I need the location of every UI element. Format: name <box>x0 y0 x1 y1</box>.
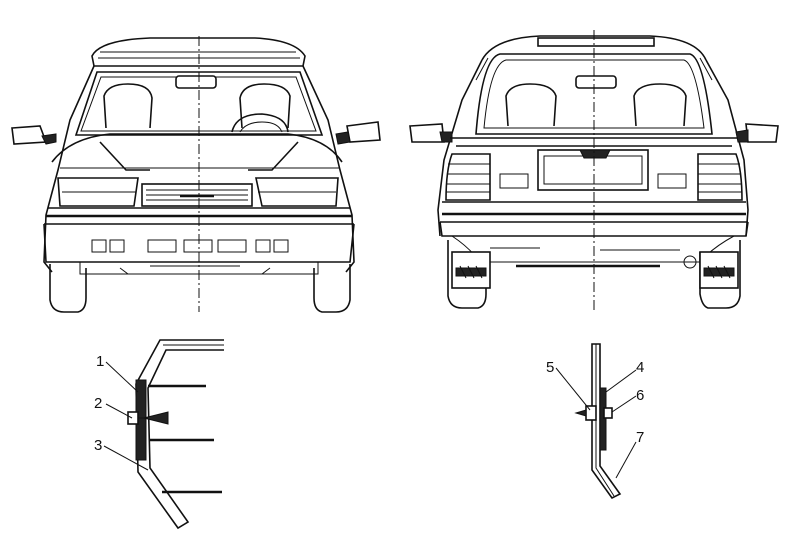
rear-mounting-detail <box>574 343 622 500</box>
callout-label-4: 4 <box>636 359 644 376</box>
callout-label-7: 7 <box>636 429 644 446</box>
callouts-front: 1 2 3 <box>94 353 149 471</box>
car-rear-view <box>409 30 779 310</box>
callout-label-1: 1 <box>96 353 104 370</box>
callouts-rear: 5 4 6 7 <box>546 359 644 479</box>
callout-label-3: 3 <box>94 437 102 454</box>
car-front-view <box>11 36 381 313</box>
callout-label-6: 6 <box>636 387 644 404</box>
front-mounting-detail <box>127 339 224 530</box>
callout-label-5: 5 <box>546 359 554 376</box>
callout-label-2: 2 <box>94 395 102 412</box>
